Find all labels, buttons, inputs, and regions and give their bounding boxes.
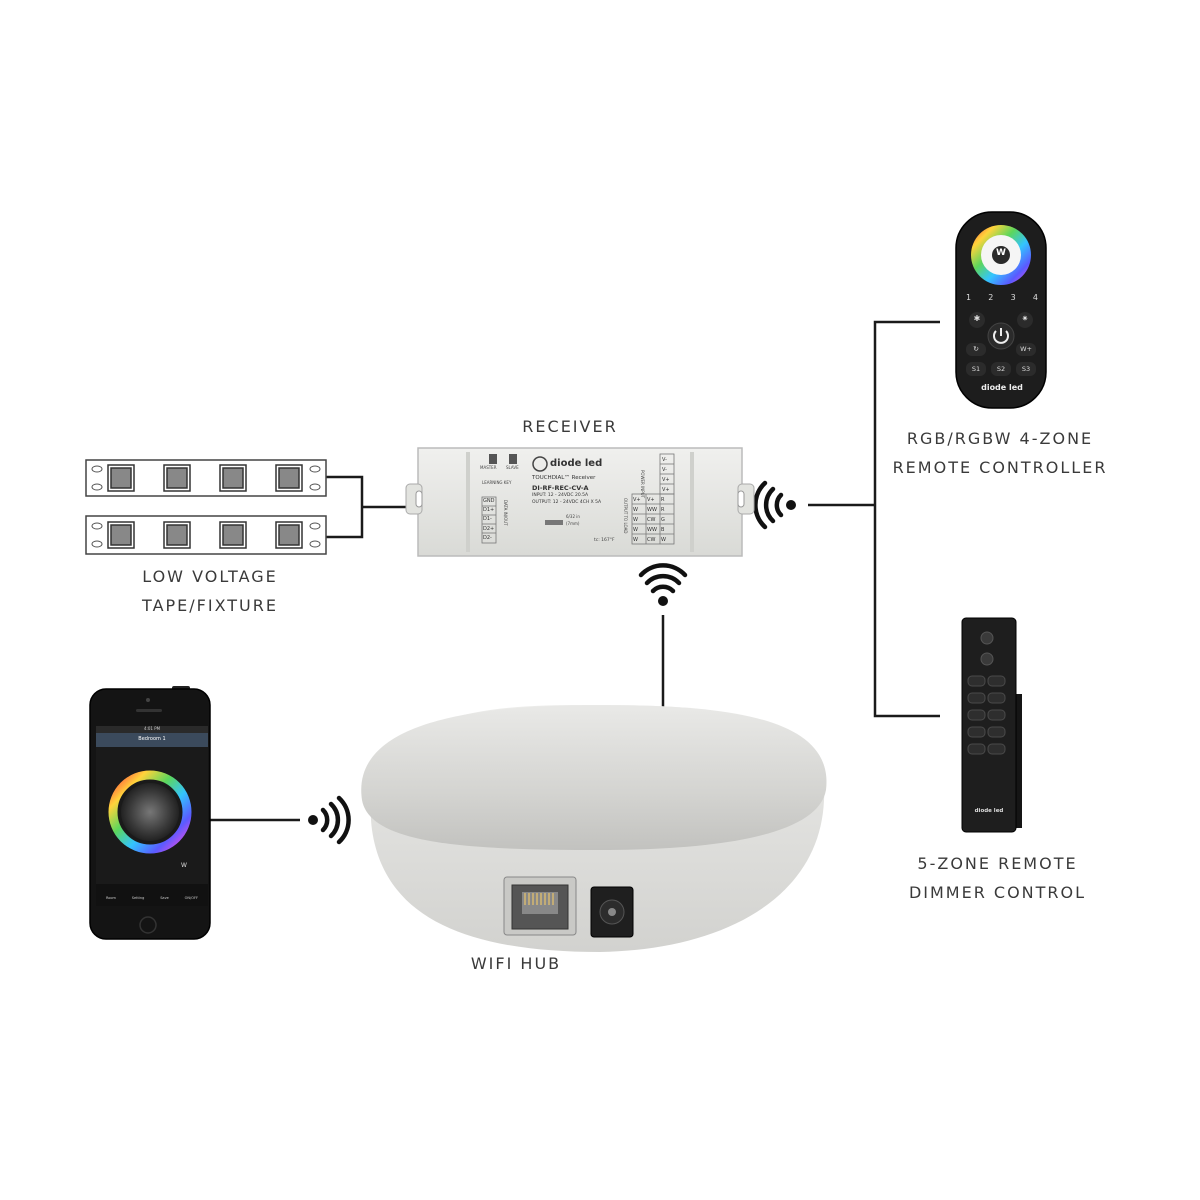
load-cell: V+	[647, 497, 655, 503]
remote5-brand: diode led	[974, 808, 1004, 814]
data-pin: D2-	[483, 534, 492, 541]
remote4-brand: diode led	[981, 383, 1023, 392]
receiver-slave-label: SLAVE	[506, 465, 519, 470]
receiver-temp: tc: 167°F	[594, 538, 615, 543]
remote-dim-icon: ✱	[973, 314, 981, 323]
smartphone-device	[89, 686, 211, 940]
remote4-caption: RGB/RGBW 4-ZONE REMOTE CONTROLLER	[880, 424, 1120, 482]
remote-scene-buttons: S1 S2 S3	[966, 365, 1036, 373]
load-cell: V+	[633, 497, 641, 503]
load-row: W CW W	[633, 535, 675, 545]
led-tape-top	[85, 459, 327, 497]
receiver-master-label: MASTER	[480, 465, 497, 470]
load-row: V+ V+ R	[633, 495, 675, 505]
load-cell: W	[661, 537, 666, 543]
receiver-brand: diode led	[550, 458, 603, 469]
receiver-output-label: OUTPUT TO LOAD	[623, 498, 628, 534]
data-pin: D1-	[483, 516, 492, 523]
remote-w-plus: W+	[1020, 345, 1032, 353]
remote-w-button	[992, 246, 1010, 264]
tape-caption-line1: LOW VOLTAGE	[142, 567, 278, 586]
connector-lines	[210, 320, 940, 822]
phone-time: 4:01 PM	[143, 726, 161, 731]
data-pin: D2+	[483, 525, 495, 532]
receiver-device	[405, 447, 755, 557]
power-pin: V-	[662, 467, 667, 473]
wireless-icon-phone	[308, 795, 351, 845]
receiver-input-spec: INPUT: 12 - 24VDC 20.5A	[532, 493, 589, 498]
load-cell: WW	[647, 507, 657, 513]
remote4-caption-line1: RGB/RGBW 4-ZONE	[906, 429, 1094, 448]
load-cell: W	[633, 507, 638, 513]
hub-caption: WIFI HUB	[470, 954, 562, 973]
phone-tab-setting[interactable]: Setting	[131, 896, 145, 900]
load-cell: CW	[647, 537, 656, 543]
remote5-caption-line1: 5-ZONE REMOTE	[917, 854, 1078, 873]
data-pin: D1+	[483, 507, 495, 514]
phone-tab-save[interactable]: Save	[160, 896, 169, 900]
load-cell: CW	[647, 517, 656, 523]
remote4-caption-line2: REMOTE CONTROLLER	[892, 458, 1108, 477]
receiver-caption: RECEIVER	[522, 417, 618, 436]
receiver-wire-note1: 6/32 in	[566, 514, 580, 519]
receiver-model: DI-RF-REC-CV-A	[532, 484, 589, 492]
phone-tab-room[interactable]: Room	[105, 896, 116, 900]
phone-tab-onoff[interactable]: ON/OFF	[184, 896, 199, 900]
wireless-icon-receiver-bottom	[638, 563, 688, 606]
scene-button: S2	[996, 365, 1006, 373]
receiver-product: TOUCHDIAL™ Receiver	[532, 475, 596, 481]
receiver-power-pins: V- V- V+ V+	[662, 455, 674, 495]
load-cell: B	[661, 527, 665, 533]
power-pin: V+	[662, 477, 670, 483]
scene-button: S3	[1021, 365, 1031, 373]
remote5-caption: 5-ZONE REMOTE DIMMER CONTROL	[880, 849, 1115, 907]
dimmer-remote-device	[961, 617, 1022, 833]
zone-button: 1	[966, 293, 972, 302]
zone-button: 4	[1032, 293, 1038, 302]
wifi-hub-device	[361, 704, 827, 952]
receiver-learning-key: LEARNING KEY	[482, 480, 512, 485]
receiver-output-spec: OUTPUT: 12 - 24VDC 4CH X 5A	[532, 500, 602, 505]
tape-caption-line2: TAPE/FIXTURE	[142, 596, 278, 615]
phone-room-title: Bedroom 1	[138, 736, 166, 742]
remote-bright-icon: ✷	[1021, 314, 1029, 323]
receiver-data-pins: GND D1+ D1- D2+ D2-	[483, 497, 497, 543]
receiver-data-label: DATA IN/OUT	[503, 500, 508, 526]
wireless-icon-receiver-right	[753, 480, 796, 530]
load-row: W CW G	[633, 515, 675, 525]
remote-w-label: W	[996, 248, 1006, 258]
remote5-caption-line2: DIMMER CONTROL	[908, 883, 1087, 902]
load-cell: WW	[647, 527, 657, 533]
load-cell: W	[633, 527, 638, 533]
power-pin: V-	[662, 457, 667, 463]
app-color-wheel	[108, 770, 192, 854]
phone-tab-bar: Room Setting Save ON/OFF	[98, 896, 206, 900]
remote-bus-line	[808, 320, 940, 718]
power-pin: V+	[662, 487, 670, 493]
led-tape-bottom	[85, 515, 327, 555]
remote-mode-icon: ↻	[973, 345, 979, 353]
load-cell: R	[661, 507, 665, 513]
load-cell: G	[661, 517, 665, 523]
phone-w-label: W	[181, 862, 187, 869]
data-pin: GND	[483, 498, 495, 504]
tape-caption: LOW VOLTAGE TAPE/FIXTURE	[110, 562, 310, 620]
zone-button: 3	[1010, 293, 1016, 302]
rgb-remote-device	[955, 211, 1047, 409]
zone-button: 2	[988, 293, 994, 302]
scene-button: S1	[971, 365, 981, 373]
load-cell: W	[633, 537, 638, 543]
receiver-wire-note2: (7mm)	[566, 521, 580, 526]
tape-to-receiver-line	[326, 475, 410, 539]
load-cell: W	[633, 517, 638, 523]
load-cell: R	[661, 497, 665, 503]
remote-zone-buttons: 1 2 3 4	[966, 293, 1038, 302]
